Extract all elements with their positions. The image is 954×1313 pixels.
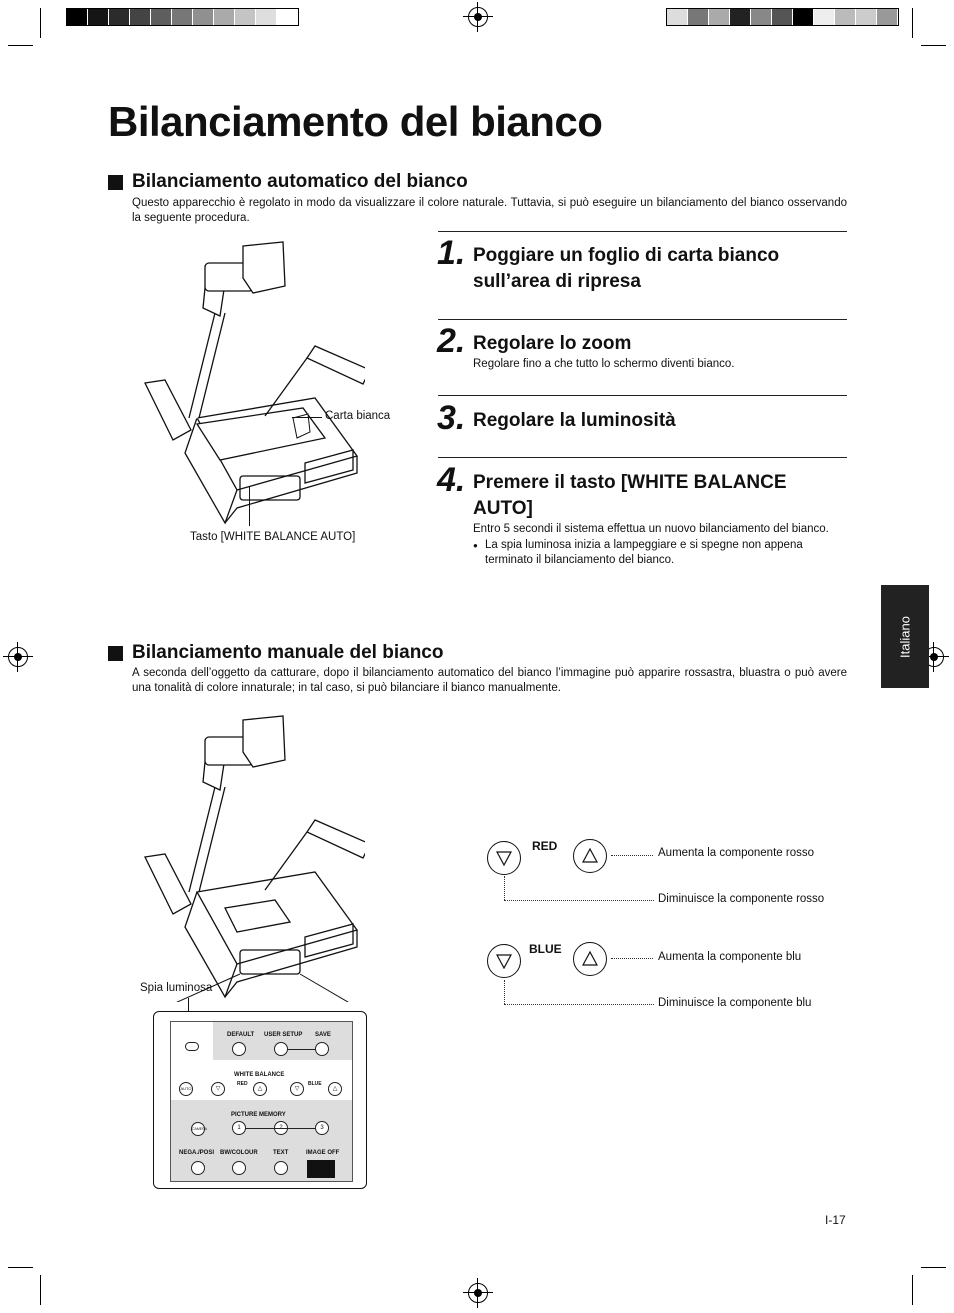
red-down-description: Diminuisce la componente rosso (658, 893, 825, 905)
red-label: RED (532, 839, 558, 853)
step-bullet: La spia luminosa inizia a lampeggiare e … (473, 538, 847, 568)
step-number: 3. (437, 399, 466, 437)
manual-intro: A seconda dell’oggetto da catturare, dop… (132, 667, 847, 694)
square-bullet-icon (108, 645, 123, 661)
leader-dots (611, 958, 653, 959)
panel-label-red: RED (237, 1081, 248, 1087)
crop-mark (8, 1267, 33, 1268)
panel-label-image-off: IMAGE OFF (306, 1150, 340, 1156)
leader-dots (504, 900, 654, 901)
indicator-lamp-icon (185, 1042, 199, 1051)
leader-dots (611, 855, 653, 856)
wb-auto-button[interactable]: AUTO (179, 1082, 193, 1096)
panel-row-picture-memory: PICTURE MEMORY CAMERA 1 2 3 (171, 1100, 352, 1141)
label-indicator-lamp: Spia luminosa (140, 982, 213, 994)
user-setup-button[interactable] (274, 1042, 288, 1056)
step-title: Regolare lo zoom (473, 333, 632, 354)
blue-up-description: Aumenta la componente blu (658, 951, 802, 963)
label-wb-auto-button: Tasto [WHITE BALANCE AUTO] (190, 531, 356, 543)
panel-label-user-setup: USER SETUP (264, 1032, 303, 1038)
leader-dots (504, 1004, 654, 1005)
color-bar-left (66, 8, 299, 26)
blue-down-button[interactable]: ▽ (290, 1082, 304, 1096)
crop-mark (912, 8, 913, 38)
square-bullet-icon (108, 174, 123, 190)
page-title: Bilanciamento del bianco (108, 98, 603, 145)
memory-1-button[interactable]: 1 (232, 1121, 246, 1135)
blue-up-icon (573, 942, 607, 976)
red-down-button[interactable]: ▽ (211, 1082, 225, 1096)
page-number: I-17 (825, 1213, 846, 1227)
visualizer-illustration-auto (144, 241, 365, 525)
blue-up-button[interactable]: △ (328, 1082, 342, 1096)
registration-mark-bottom (463, 1278, 493, 1308)
leader-line (292, 417, 322, 418)
language-tab: Italiano (881, 585, 929, 688)
panel-label-save: SAVE (315, 1032, 331, 1038)
step-number: 1. (437, 234, 466, 272)
leader-dots (504, 980, 505, 1004)
save-button[interactable] (315, 1042, 329, 1056)
registration-mark-top (463, 2, 493, 32)
leader-dots (504, 876, 505, 900)
memory-3-button[interactable]: 3 (315, 1121, 329, 1135)
step-desc: Regolare fino a che tutto lo schermo div… (473, 358, 735, 370)
panel-label-blue: BLUE (308, 1081, 322, 1087)
step-divider (438, 319, 847, 320)
image-off-button[interactable] (307, 1160, 335, 1178)
step-desc: Entro 5 secondi il sistema effettua un n… (473, 523, 829, 535)
panel-label-bw-colour: BW/COLOUR (220, 1150, 258, 1156)
leader-line (249, 486, 250, 526)
text-button[interactable] (274, 1161, 288, 1175)
crop-mark (912, 1275, 913, 1305)
red-down-icon (487, 841, 521, 875)
color-bar-right (666, 8, 899, 26)
step-divider (438, 457, 847, 458)
bw-colour-button[interactable] (232, 1161, 246, 1175)
section-heading-auto: Bilanciamento automatico del bianco (108, 171, 468, 193)
step-title: Regolare la luminosità (473, 410, 676, 431)
panel-label-text: TEXT (273, 1150, 289, 1156)
red-up-button[interactable]: △ (253, 1082, 267, 1096)
panel-label-picture-memory: PICTURE MEMORY (231, 1112, 286, 1118)
red-up-icon (573, 839, 607, 873)
panel-label-white-balance: WHITE BALANCE (234, 1072, 285, 1078)
crop-mark (40, 8, 41, 38)
nega-posi-button[interactable] (191, 1161, 205, 1175)
red-up-description: Aumenta la componente rosso (658, 847, 814, 859)
step-divider (438, 231, 847, 232)
auto-intro: Questo apparecchio è regolato in modo da… (132, 197, 847, 224)
step-divider (438, 395, 847, 396)
step-number: 4. (437, 461, 466, 499)
default-button[interactable] (232, 1042, 246, 1056)
section-heading-manual: Bilanciamento manuale del bianco (108, 642, 443, 664)
panel-label-default: DEFAULT (227, 1032, 255, 1038)
blue-label: BLUE (529, 942, 562, 956)
registration-mark-left (3, 642, 33, 672)
step-number: 2. (437, 322, 466, 360)
panel-label-nega-posi: NEGA./POSI (179, 1150, 215, 1156)
panel-row-white-balance: WHITE BALANCE RED BLUE AUTO ▽ △ ▽ △ (171, 1060, 352, 1101)
step-title: Poggiare un foglio di carta bianco sull’… (473, 245, 780, 292)
camera-button[interactable]: CAMERA (191, 1122, 207, 1136)
label-white-paper: Carta bianca (325, 410, 391, 422)
crop-mark (921, 45, 946, 46)
crop-mark (8, 45, 33, 46)
panel-face: DEFAULT USER SETUP SAVE WHITE BALANCE RE… (170, 1021, 353, 1182)
control-panel-closeup: DEFAULT USER SETUP SAVE WHITE BALANCE RE… (153, 1011, 367, 1189)
visualizer-illustration-manual (144, 715, 365, 1002)
crop-mark (921, 1267, 946, 1268)
step-title: Premere il tasto [WHITE BALANCE AUTO] (473, 472, 787, 519)
blue-down-description: Diminuisce la componente blu (658, 997, 812, 1009)
blue-down-icon (487, 944, 521, 978)
crop-mark (40, 1275, 41, 1305)
panel-row-image: NEGA./POSI BW/COLOUR TEXT IMAGE OFF (171, 1140, 352, 1181)
panel-row-setup: DEFAULT USER SETUP SAVE (171, 1022, 352, 1061)
